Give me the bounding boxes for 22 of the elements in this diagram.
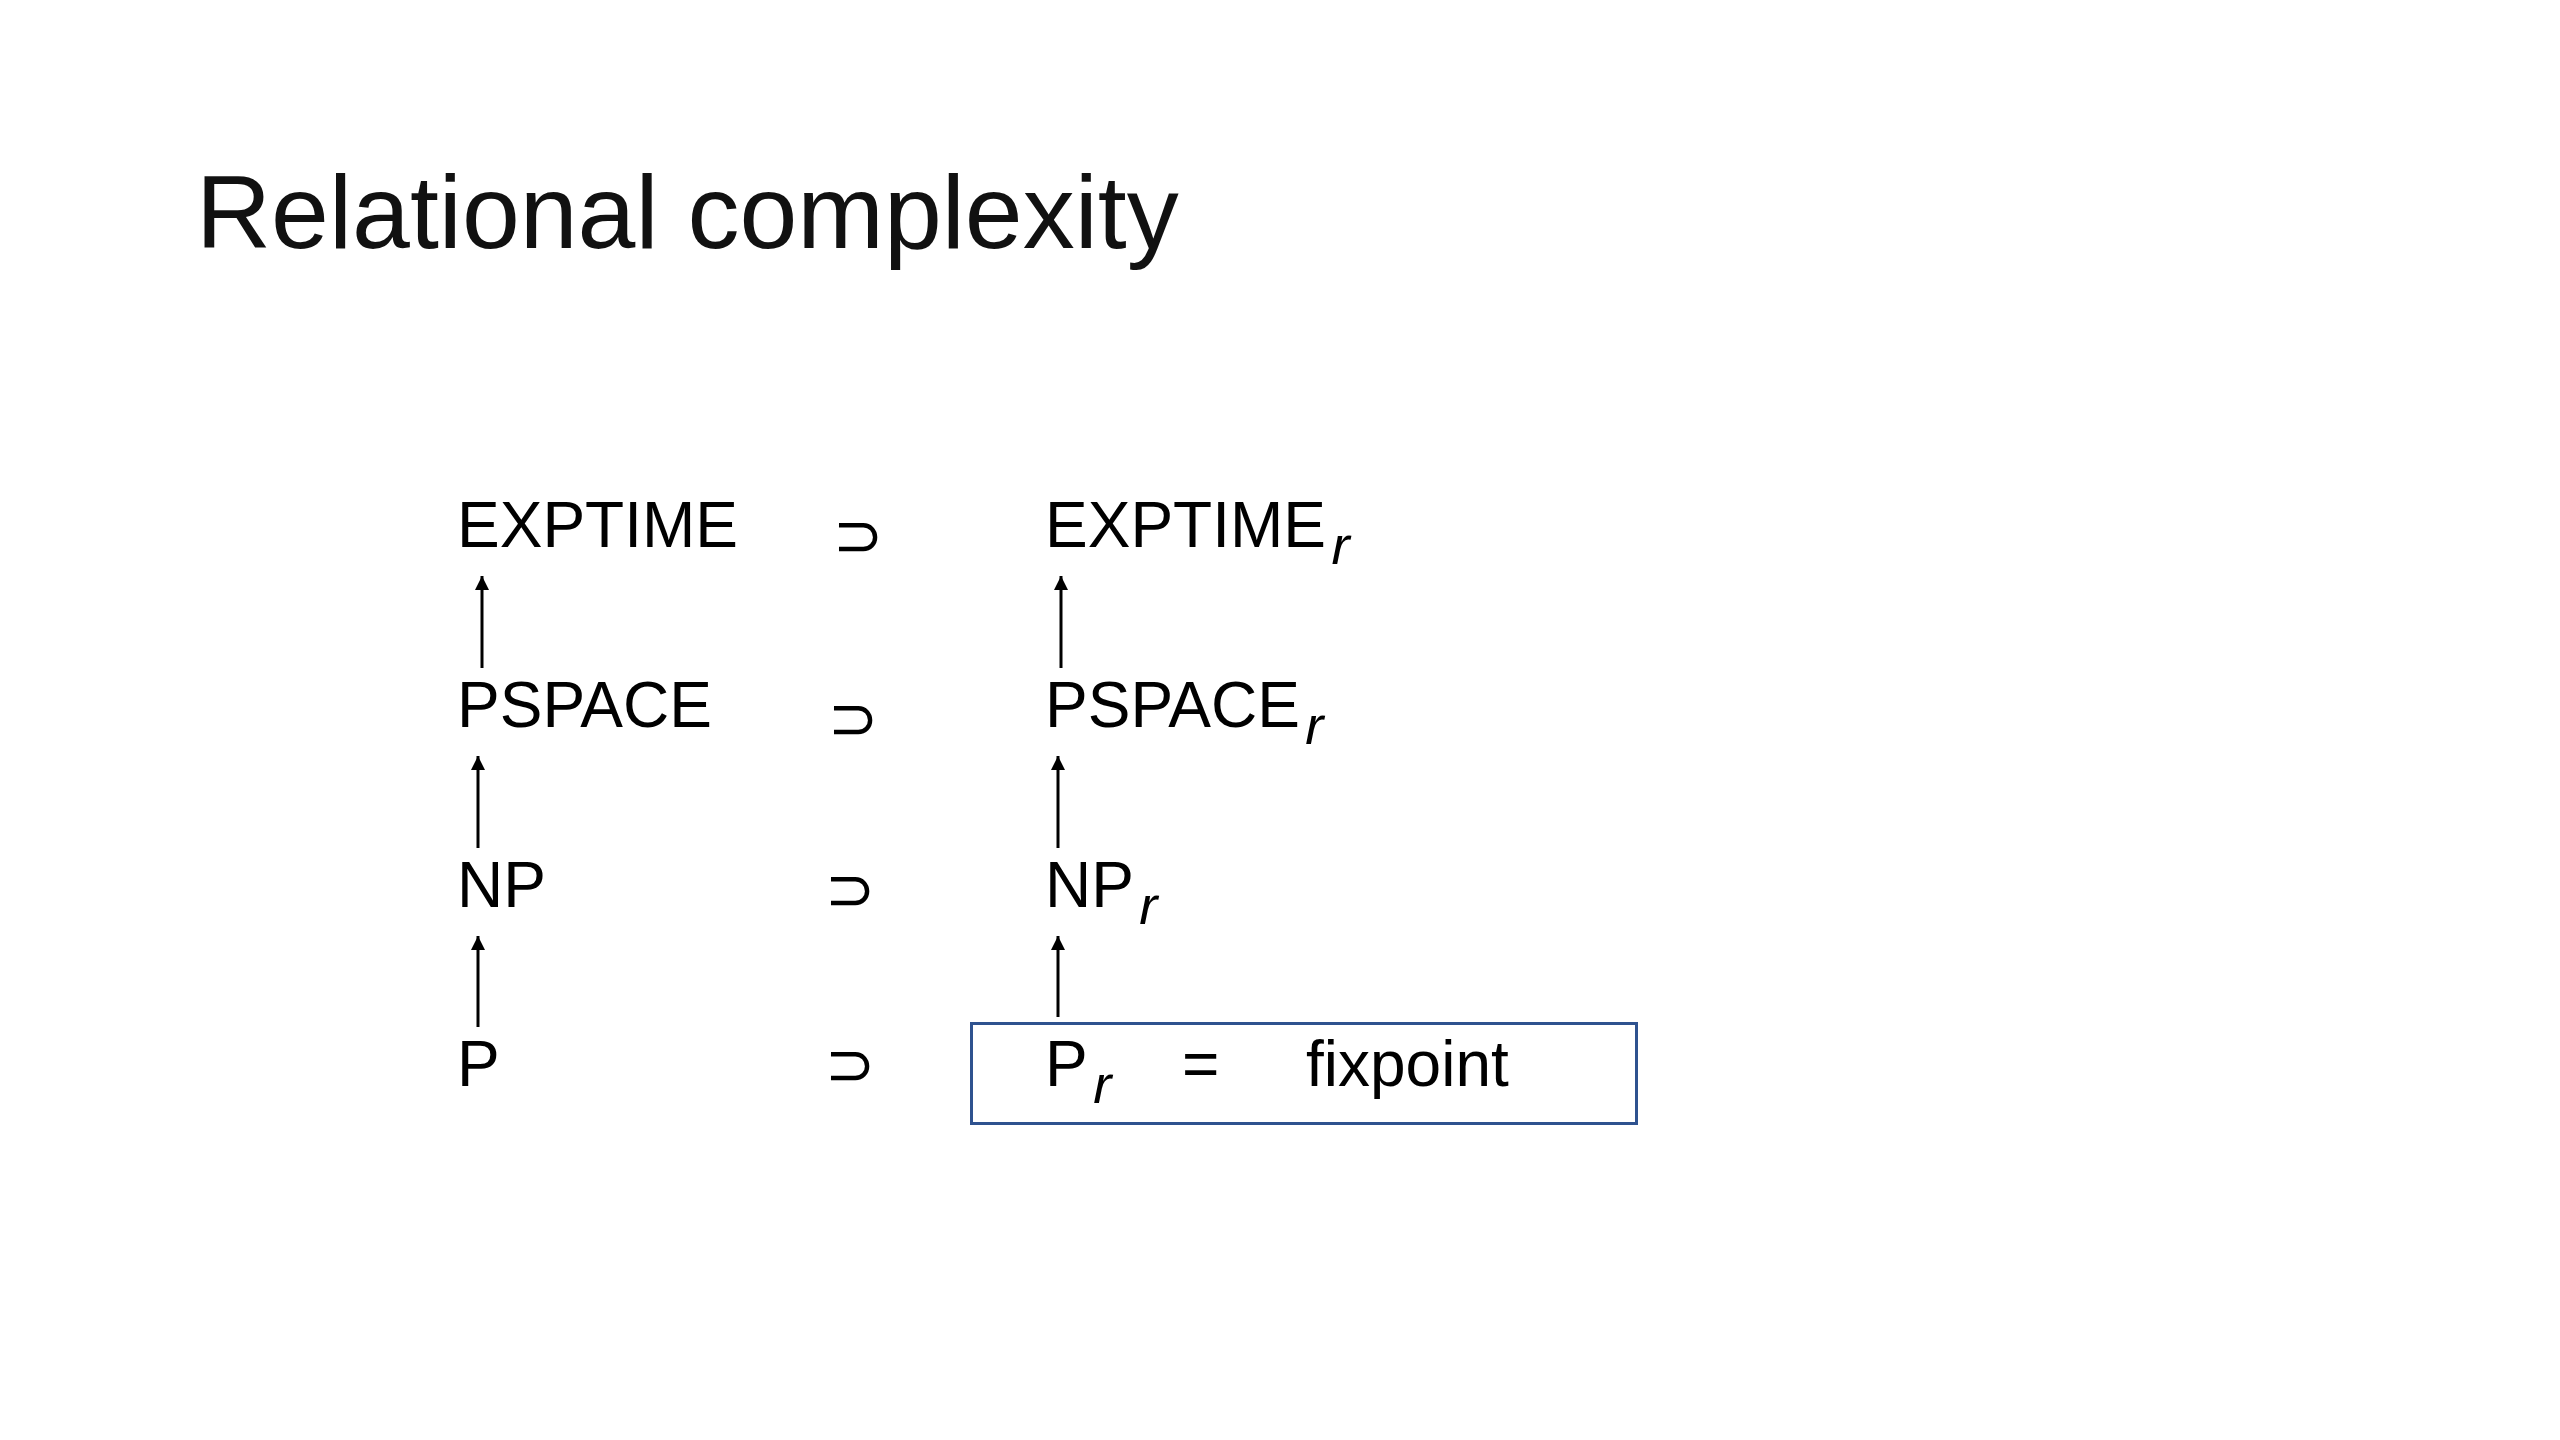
highlight-box (970, 1022, 1638, 1125)
slide-title: Relational complexity (196, 153, 1179, 272)
complexity-class-label: EXPTIME$_{r}$ (1045, 493, 1350, 571)
complexity-class-label: EXPTIME (457, 493, 738, 571)
complexity-class-label: NP$_{r}$ (1045, 853, 1158, 931)
complexity-class-label: PSPACE$_{r}$ (1045, 673, 1324, 751)
arrow (1054, 576, 1068, 668)
arrow (1051, 936, 1065, 1017)
complexity-class-label: NP (457, 853, 546, 931)
math-term: P$_{r}$ (1045, 1032, 1112, 1110)
superset-symbol: ⊃ (825, 1034, 876, 1094)
arrow (475, 576, 489, 668)
equals-sign: = (1182, 1032, 1220, 1102)
superset-symbol: ⊃ (828, 688, 879, 748)
arrow (471, 756, 485, 848)
complexity-class-label: PSPACE (457, 673, 712, 751)
arrow (1051, 756, 1065, 848)
superset-symbol: ⊃ (833, 505, 884, 565)
complexity-class-label: P (457, 1032, 500, 1110)
arrow (471, 936, 485, 1027)
math-term: fixpoint (1306, 1032, 1509, 1102)
superset-symbol: ⊃ (825, 859, 876, 919)
